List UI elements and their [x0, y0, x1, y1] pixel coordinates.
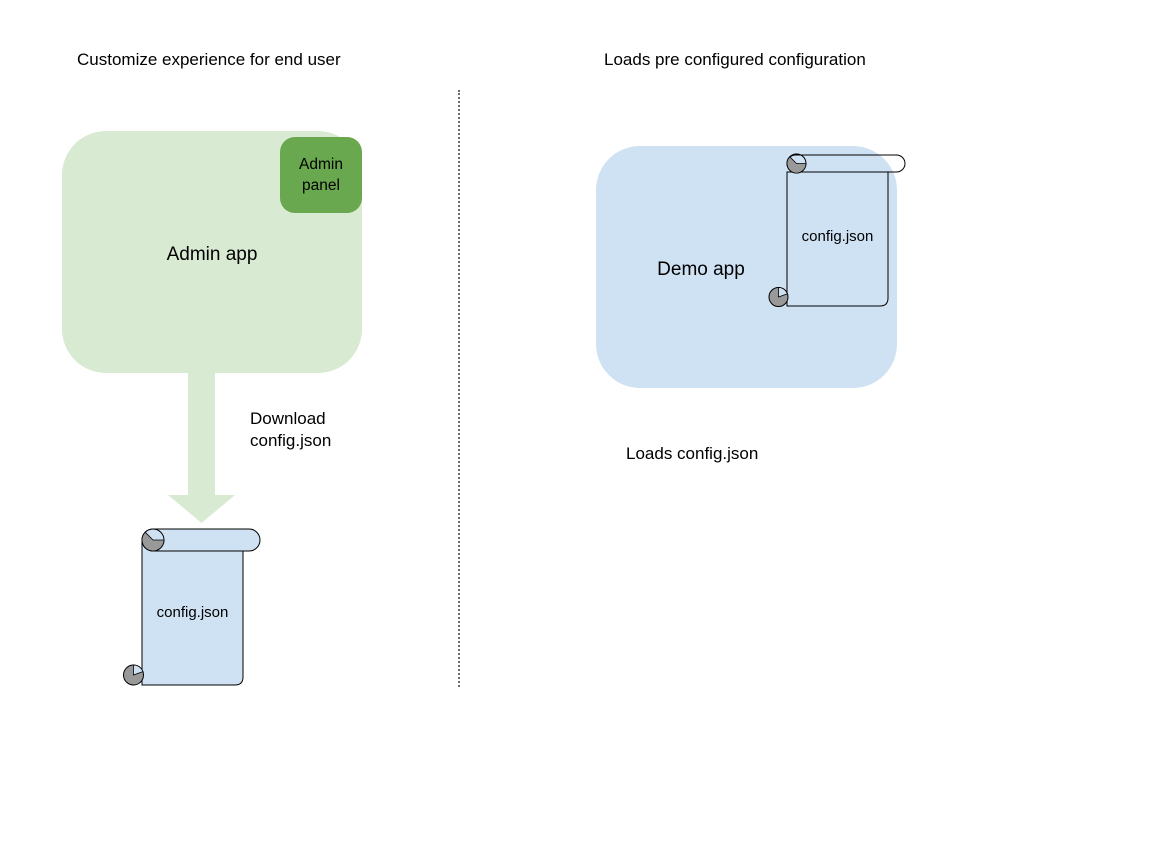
right-section-title: Loads pre configured configuration: [604, 50, 866, 69]
admin-panel-box: Admin panel: [280, 137, 362, 213]
download-arrow-icon: [168, 371, 235, 523]
config-json-label-right: config.json: [801, 228, 874, 245]
loads-config-caption: Loads config.json: [626, 444, 759, 463]
scroll-bottom-curl-notch: [133, 664, 144, 676]
config-json-scroll-right-icon: [768, 153, 906, 307]
scroll-top-curl-shade: [141, 531, 165, 552]
left-section-title: Customize experience for end user: [77, 50, 341, 69]
scroll-body: [141, 539, 244, 686]
demo-app-box: [596, 146, 897, 388]
admin-app-label: Admin app: [166, 244, 258, 265]
download-arrow-label: Download config.json: [250, 409, 332, 450]
scroll-top-curl-shade: [786, 156, 807, 174]
scroll-bottom-curl-notch: [778, 287, 788, 298]
demo-app-label: Demo app: [657, 259, 745, 280]
section-divider: [458, 90, 460, 687]
scroll-body: [786, 171, 889, 307]
admin-panel-label: Admin panel: [299, 156, 343, 194]
config-json-label-left: config.json: [156, 604, 229, 621]
config-json-scroll-left-icon: [123, 528, 261, 686]
download-arrow-shape: [168, 371, 235, 523]
